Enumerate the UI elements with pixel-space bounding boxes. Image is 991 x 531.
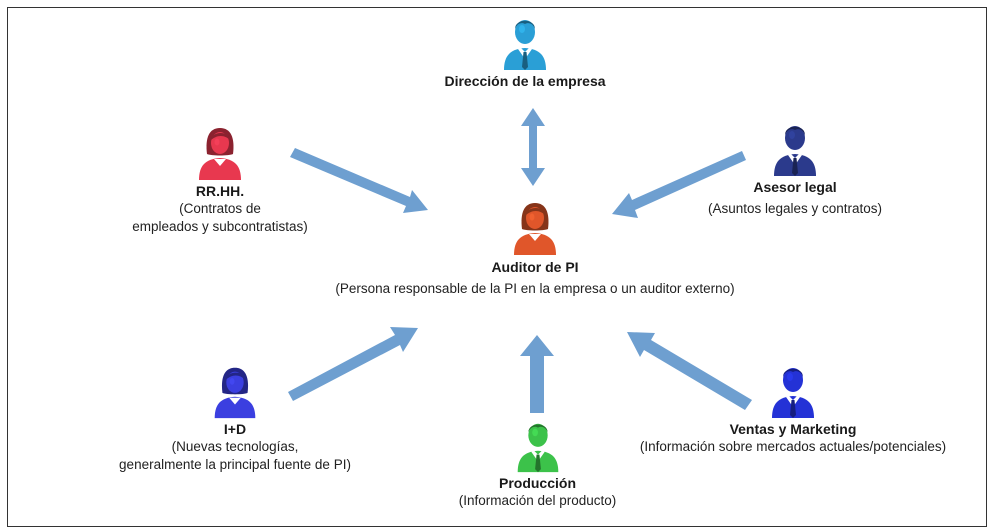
node-description: empleados y subcontratistas) — [132, 219, 308, 234]
node-title: Ventas y Marketing — [729, 421, 857, 437]
male-person-icon — [517, 423, 558, 473]
node-title: I+D — [223, 421, 247, 437]
female-person-icon — [514, 203, 556, 255]
node-title: Producción — [498, 475, 576, 491]
node-description: (Persona responsable de la PI en la empr… — [335, 281, 735, 296]
male-person-icon — [774, 126, 816, 176]
arrow-asesor-auditor — [612, 151, 746, 218]
node-description: (Información del producto) — [458, 493, 617, 508]
double-arrow-direccion-auditor — [521, 108, 545, 186]
female-person-icon — [214, 367, 256, 419]
node-title: RR.HH. — [195, 183, 245, 199]
node-title: Dirección de la empresa — [444, 73, 606, 89]
arrow-ventas-auditor — [627, 332, 752, 410]
arrow-produccion-auditor — [520, 335, 554, 413]
node-direccion: Dirección de la empresa — [420, 12, 630, 90]
node-rrhh: RR.HH. (Contratos de empleados y subcont… — [90, 122, 350, 236]
node-description: (Nuevas tecnologías, — [171, 439, 299, 454]
node-ventas-marketing: Ventas y Marketing (Información sobre me… — [598, 360, 988, 456]
node-asesor-legal: Asesor legal (Asuntos legales y contrato… — [670, 118, 920, 218]
node-description: generalmente la principal fuente de PI) — [119, 457, 351, 472]
male-person-icon — [772, 368, 814, 418]
node-description: (Asuntos legales y contratos) — [707, 201, 883, 216]
node-description: (Contratos de — [179, 201, 261, 216]
female-person-icon — [199, 128, 241, 180]
arrow-imasd-auditor — [288, 327, 418, 401]
male-person-icon — [504, 20, 546, 70]
arrow-rrhh-auditor — [290, 148, 428, 213]
diagram-frame — [7, 7, 987, 527]
node-description: (Información sobre mercados actuales/pot… — [639, 439, 947, 454]
node-imasd: I+D (Nuevas tecnologías, generalmente la… — [80, 362, 390, 474]
node-title: Auditor de PI — [491, 259, 579, 275]
node-produccion: Producción (Información del producto) — [430, 416, 645, 510]
node-title: Asesor legal — [753, 179, 837, 195]
node-auditor-pi: Auditor de PI (Persona responsable de la… — [260, 196, 810, 298]
